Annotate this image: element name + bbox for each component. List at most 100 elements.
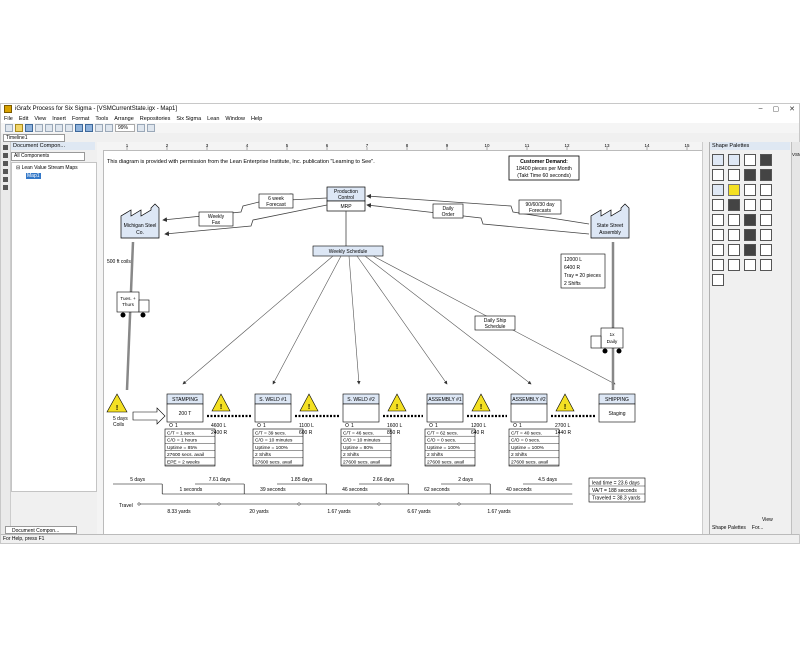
push-icon[interactable]: [744, 214, 756, 226]
print-icon[interactable]: [35, 124, 43, 132]
inventory-icon[interactable]: [211, 393, 231, 412]
inventory-icon[interactable]: [471, 393, 491, 412]
tab-formatting[interactable]: For...: [751, 525, 764, 531]
menu-repositories[interactable]: Repositories: [139, 115, 171, 122]
text-tool-icon[interactable]: [3, 161, 8, 166]
zoom-out-icon[interactable]: [147, 124, 156, 132]
customer-factory-icon[interactable]: [590, 203, 630, 239]
process-body-box[interactable]: [426, 403, 464, 423]
menu-edit[interactable]: Edit: [18, 115, 29, 122]
tree-item-lean-maps[interactable]: ⊟ Lean Value Stream Maps: [16, 165, 78, 171]
data-box[interactable]: [424, 428, 476, 467]
data-box[interactable]: [340, 428, 392, 467]
loop-icon[interactable]: [760, 199, 772, 211]
data-box[interactable]: [164, 428, 216, 467]
vertical-scrollbar[interactable]: [702, 142, 709, 534]
menu-format[interactable]: Format: [71, 115, 90, 122]
truck-icon[interactable]: [760, 214, 772, 226]
inventory-icon[interactable]: [728, 184, 740, 196]
menu-window[interactable]: Window: [225, 115, 245, 122]
close-button[interactable]: ✕: [789, 106, 795, 113]
process-body-box[interactable]: [254, 403, 292, 423]
maximize-button[interactable]: ▢: [772, 106, 780, 113]
ship-icon[interactable]: [728, 229, 740, 241]
hand-tool-icon[interactable]: [3, 185, 8, 190]
supplier-factory-icon[interactable]: [120, 203, 160, 239]
process-body-box[interactable]: [166, 403, 204, 423]
daily-order-box[interactable]: [432, 203, 464, 219]
factory-icon[interactable]: [744, 154, 756, 166]
timeline-summary-box[interactable]: [588, 477, 646, 503]
tree-item-map1[interactable]: Map1: [26, 173, 41, 179]
new-icon[interactable]: [5, 124, 13, 132]
process-body-box[interactable]: [598, 403, 636, 423]
truck-out-icon[interactable]: [600, 327, 624, 349]
menu-six-sigma[interactable]: Six Sigma: [176, 115, 202, 122]
forecast-6wk-box[interactable]: [258, 193, 294, 209]
save-icon[interactable]: [25, 124, 33, 132]
batch-icon[interactable]: [728, 199, 740, 211]
undo-icon[interactable]: [75, 124, 83, 132]
tab-shape-palettes[interactable]: Shape Palettes: [712, 525, 746, 531]
data-box[interactable]: [508, 428, 560, 467]
redo-icon[interactable]: [85, 124, 93, 132]
buffer-icon[interactable]: [712, 214, 724, 226]
weekly-fax-box[interactable]: [198, 211, 234, 227]
kanban-icon[interactable]: [760, 154, 772, 166]
minimize-button[interactable]: –: [758, 105, 763, 112]
raw-inventory-icon[interactable]: [106, 393, 128, 413]
rail-icon[interactable]: [712, 229, 724, 241]
timeline-dropdown[interactable]: Timeline1: [3, 134, 65, 142]
gear-icon[interactable]: [760, 244, 772, 256]
go-see-icon[interactable]: [728, 244, 740, 256]
open-icon[interactable]: [15, 124, 23, 132]
pointer-icon[interactable]: [95, 124, 103, 132]
kaizen-icon[interactable]: [712, 184, 724, 196]
menu-view[interactable]: View: [34, 115, 47, 122]
zoom-icon[interactable]: [105, 124, 113, 132]
weekly-schedule-box[interactable]: [312, 245, 384, 257]
fax-icon[interactable]: [744, 259, 756, 271]
post-icon[interactable]: [744, 169, 756, 181]
menu-help[interactable]: Help: [250, 115, 263, 122]
data-box[interactable]: [252, 428, 304, 467]
copy-icon[interactable]: [55, 124, 63, 132]
schedule-icon[interactable]: [728, 169, 740, 181]
withdrawal-icon[interactable]: [760, 184, 772, 196]
plane-icon[interactable]: [760, 229, 772, 241]
phone-icon[interactable]: [712, 259, 724, 271]
customer-demand-box[interactable]: [508, 155, 580, 181]
process-box-icon[interactable]: [712, 154, 724, 166]
person-icon[interactable]: [760, 259, 772, 271]
data-box-icon[interactable]: [728, 154, 740, 166]
forecast-90-box[interactable]: [518, 199, 562, 215]
process-body-box[interactable]: [342, 403, 380, 423]
daily-ship-box[interactable]: [474, 315, 516, 331]
cart-icon[interactable]: [712, 274, 724, 286]
computer-icon[interactable]: [728, 259, 740, 271]
supermarket-icon[interactable]: [744, 184, 756, 196]
cloud-icon[interactable]: [728, 214, 740, 226]
menu-tools[interactable]: Tools: [95, 115, 109, 122]
pointer-tool-icon[interactable]: [3, 145, 8, 150]
inventory-icon[interactable]: [387, 393, 407, 412]
palette-side-tabs[interactable]: VSM: [791, 142, 800, 534]
paste-icon[interactable]: [65, 124, 73, 132]
operator-icon[interactable]: [744, 244, 756, 256]
inventory-icon[interactable]: [555, 393, 575, 412]
line-tool-icon[interactable]: [3, 153, 8, 158]
connector-tool-icon[interactable]: [3, 177, 8, 182]
view-menu-button[interactable]: View: [762, 517, 773, 523]
menu-file[interactable]: File: [4, 115, 13, 122]
forklift-icon[interactable]: [712, 244, 724, 256]
cut-icon[interactable]: [45, 124, 53, 132]
signal-icon[interactable]: [744, 199, 756, 211]
table-icon[interactable]: [712, 169, 724, 181]
document-components-tab[interactable]: Document Compon...: [5, 526, 77, 534]
component-filter-select[interactable]: All Components: [11, 152, 85, 161]
boat-icon[interactable]: [744, 229, 756, 241]
process-body-box[interactable]: [510, 403, 548, 423]
zoom-in-icon[interactable]: [137, 124, 146, 132]
fifo-icon[interactable]: [712, 199, 724, 211]
